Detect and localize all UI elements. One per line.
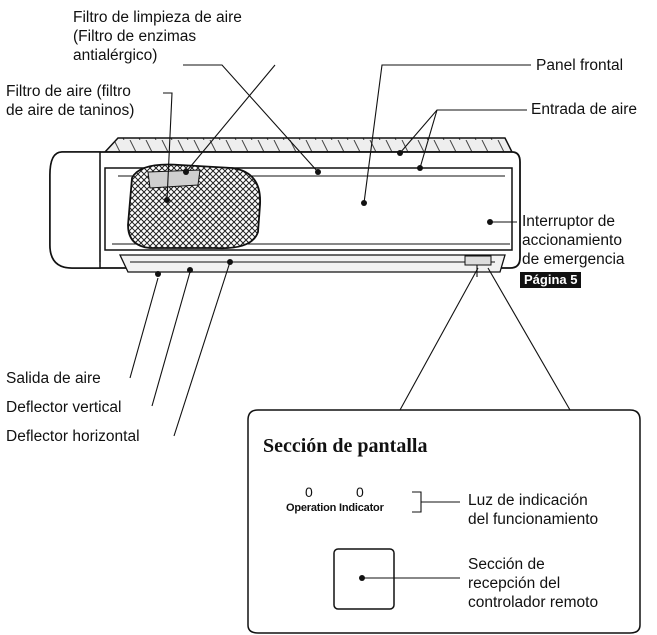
label-air-outlet: Salida de aire bbox=[6, 370, 101, 387]
label-remote-receiver: Sección de recepción del controlador rem… bbox=[468, 556, 599, 611]
leader-lines bbox=[129, 64, 571, 437]
label-horizontal-deflector: Deflector horizontal bbox=[6, 428, 140, 445]
display-section-title: Sección de pantalla bbox=[263, 435, 428, 457]
label-air-filter: Filtro de aire (filtro de aire de tanino… bbox=[6, 83, 135, 119]
label-front-panel: Panel frontal bbox=[536, 57, 624, 74]
indoor-unit bbox=[49, 137, 521, 273]
operation-indicator-caption: Operation Indicator bbox=[286, 502, 384, 514]
air-outlet bbox=[118, 254, 506, 273]
indicator-digit-1: 0 bbox=[305, 484, 313, 500]
label-operation-light: Luz de indicación del funcionamiento bbox=[468, 492, 599, 528]
top-air-inlet-grille bbox=[103, 137, 514, 153]
label-air-inlet: Entrada de aire bbox=[531, 101, 637, 118]
label-air-cleaning-filter: Filtro de limpieza de aire (Filtro de en… bbox=[73, 9, 242, 64]
indicator-digit-2: 0 bbox=[356, 484, 364, 500]
display-window bbox=[464, 255, 492, 266]
pointer-dots bbox=[155, 150, 493, 277]
display-section-inset bbox=[247, 409, 641, 634]
page-reference-badge[interactable]: Página 5 bbox=[520, 272, 582, 288]
label-emergency-switch: Interruptor de accionamiento de emergenc… bbox=[522, 213, 625, 268]
label-vertical-deflector: Deflector vertical bbox=[6, 399, 122, 416]
